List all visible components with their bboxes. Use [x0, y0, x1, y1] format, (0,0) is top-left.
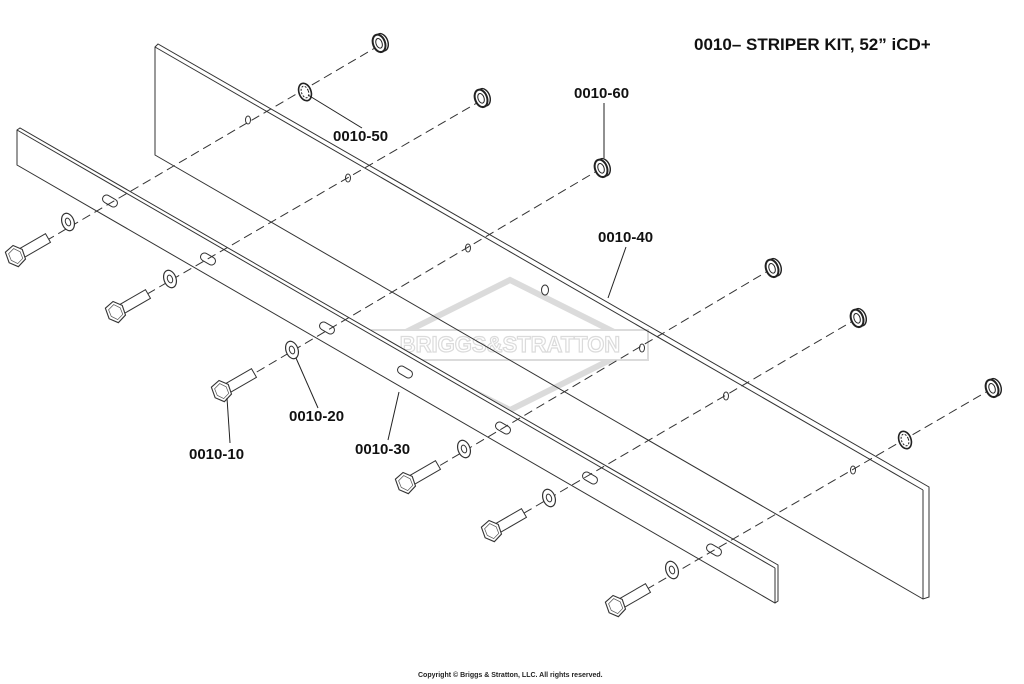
- leader-lines: [226, 94, 627, 444]
- assembly-lines: [43, 44, 994, 593]
- flat-washers: [58, 210, 682, 582]
- callout-0010-40: 0010-40: [598, 229, 654, 246]
- callout-0010-60: 0010-60: [574, 85, 630, 102]
- copyright-notice: Copyright © Briggs & Stratton, LLC. All …: [418, 672, 603, 679]
- callout-0010-50: 0010-50: [333, 128, 389, 145]
- front-striper-bar: [16, 127, 779, 604]
- watermark-text: BRIGGS&STRATTON: [400, 332, 620, 357]
- back-striper-board: [154, 43, 930, 600]
- callout-0010-10: 0010-10: [189, 446, 245, 463]
- lock-washers: [295, 80, 915, 452]
- callout-0010-20: 0010-20: [289, 408, 345, 425]
- diagram-title: 0010– STRIPER KIT, 52” iCD+: [694, 35, 931, 54]
- callout-0010-30: 0010-30: [355, 441, 411, 458]
